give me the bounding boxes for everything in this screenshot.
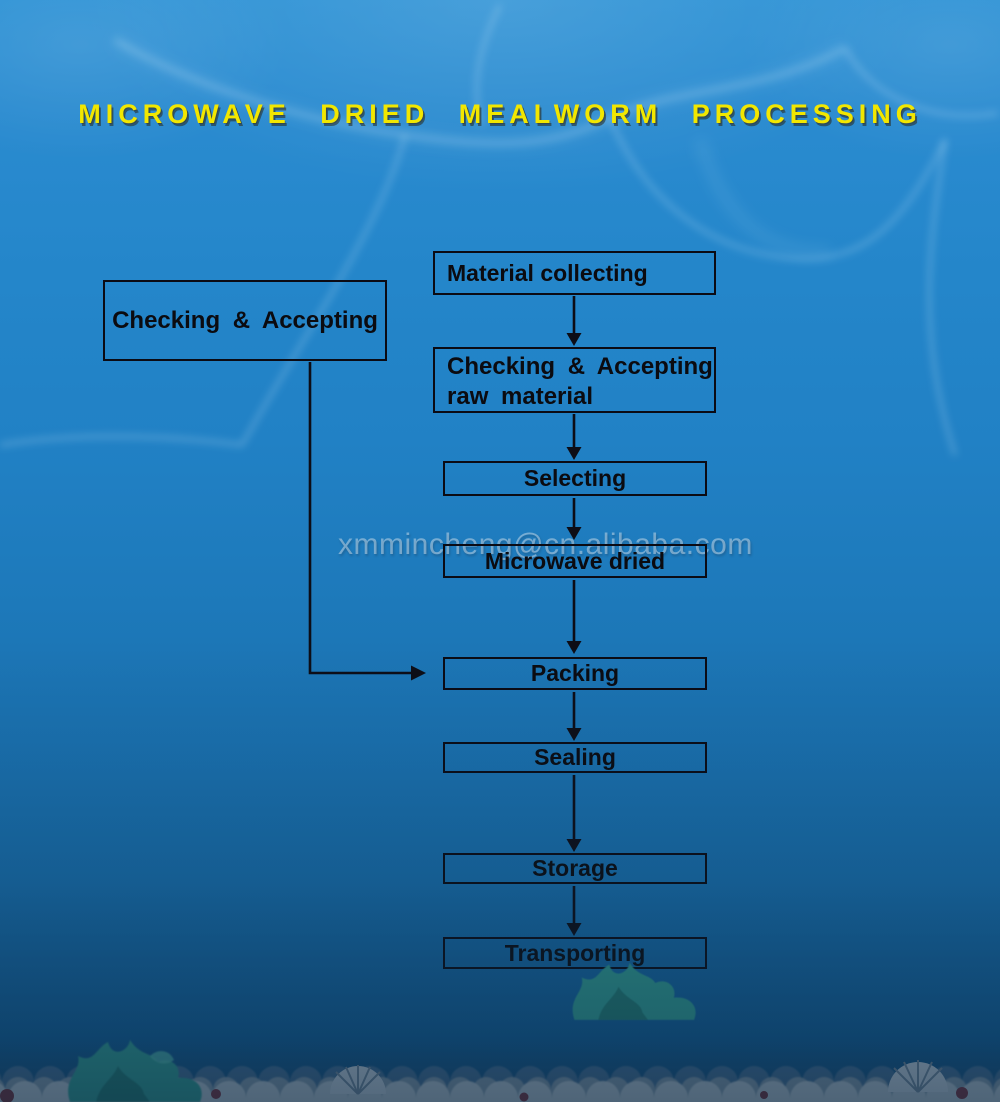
coral-middle-icon (572, 962, 696, 1020)
